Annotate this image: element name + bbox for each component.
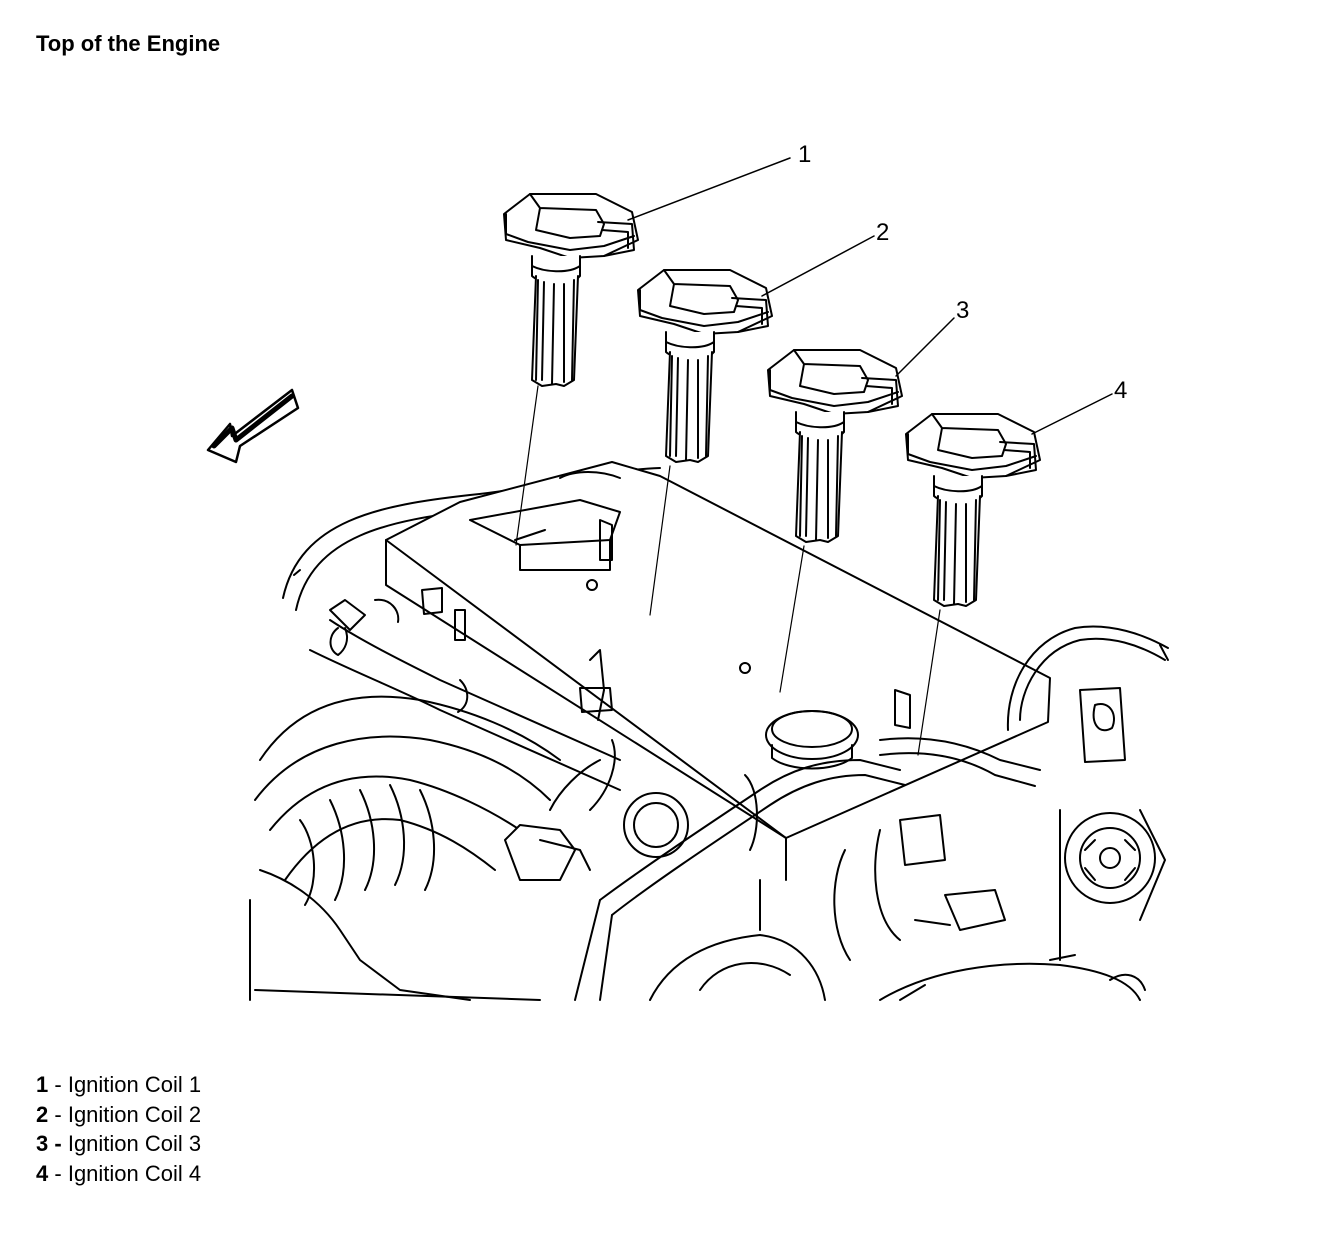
ignition-coil-graphic (905, 413, 1041, 607)
ignition-coil-1 (503, 193, 639, 387)
legend-separator: - (54, 1160, 62, 1186)
engine-block-graphic (249, 461, 1169, 1001)
callout-number-3: 3 (956, 297, 969, 324)
oil-filler-cap-graphic (765, 710, 859, 770)
legend-item: 3 - Ignition Coil 3 (36, 1129, 201, 1159)
legend-item: 1 - Ignition Coil 1 (36, 1070, 201, 1100)
ignition-coil-3 (767, 349, 903, 543)
leader-lines (627, 157, 1113, 435)
legend-label: Ignition Coil 4 (67, 1160, 202, 1186)
legend-label: Ignition Coil 3 (67, 1131, 202, 1156)
legend-number: 4 (36, 1160, 49, 1186)
installation-lines (515, 385, 941, 756)
ignition-coil-graphic (503, 193, 639, 387)
legend-number: 3 (36, 1131, 49, 1156)
callout-number-2: 2 (876, 219, 889, 246)
ignition-coil-graphic (637, 269, 773, 463)
legend-label: Ignition Coil 1 (67, 1072, 202, 1097)
ignition-coil-2 (637, 269, 773, 463)
legend-item: 4 - Ignition Coil 4 (36, 1159, 201, 1189)
legend-label: Ignition Coil 2 (67, 1101, 202, 1127)
direction-arrow-icon (206, 388, 300, 464)
callout-number-4: 4 (1114, 377, 1127, 404)
callout-legend: 1 - Ignition Coil 1 2 - Ignition Coil 2 … (36, 1070, 201, 1188)
ignition-coil-4 (905, 413, 1041, 607)
legend-separator: - (54, 1131, 62, 1156)
engine-illustration: 1 2 3 4 (206, 141, 1169, 1001)
callout-number-1: 1 (798, 141, 811, 168)
legend-number: 2 (36, 1101, 49, 1127)
legend-separator: - (54, 1072, 62, 1097)
ignition-coil-graphic (767, 349, 903, 543)
legend-number: 1 (36, 1072, 49, 1097)
legend-separator: - (54, 1101, 62, 1127)
page-title: Top of the Engine (36, 31, 221, 56)
legend-item: 2 - Ignition Coil 2 (36, 1100, 201, 1130)
